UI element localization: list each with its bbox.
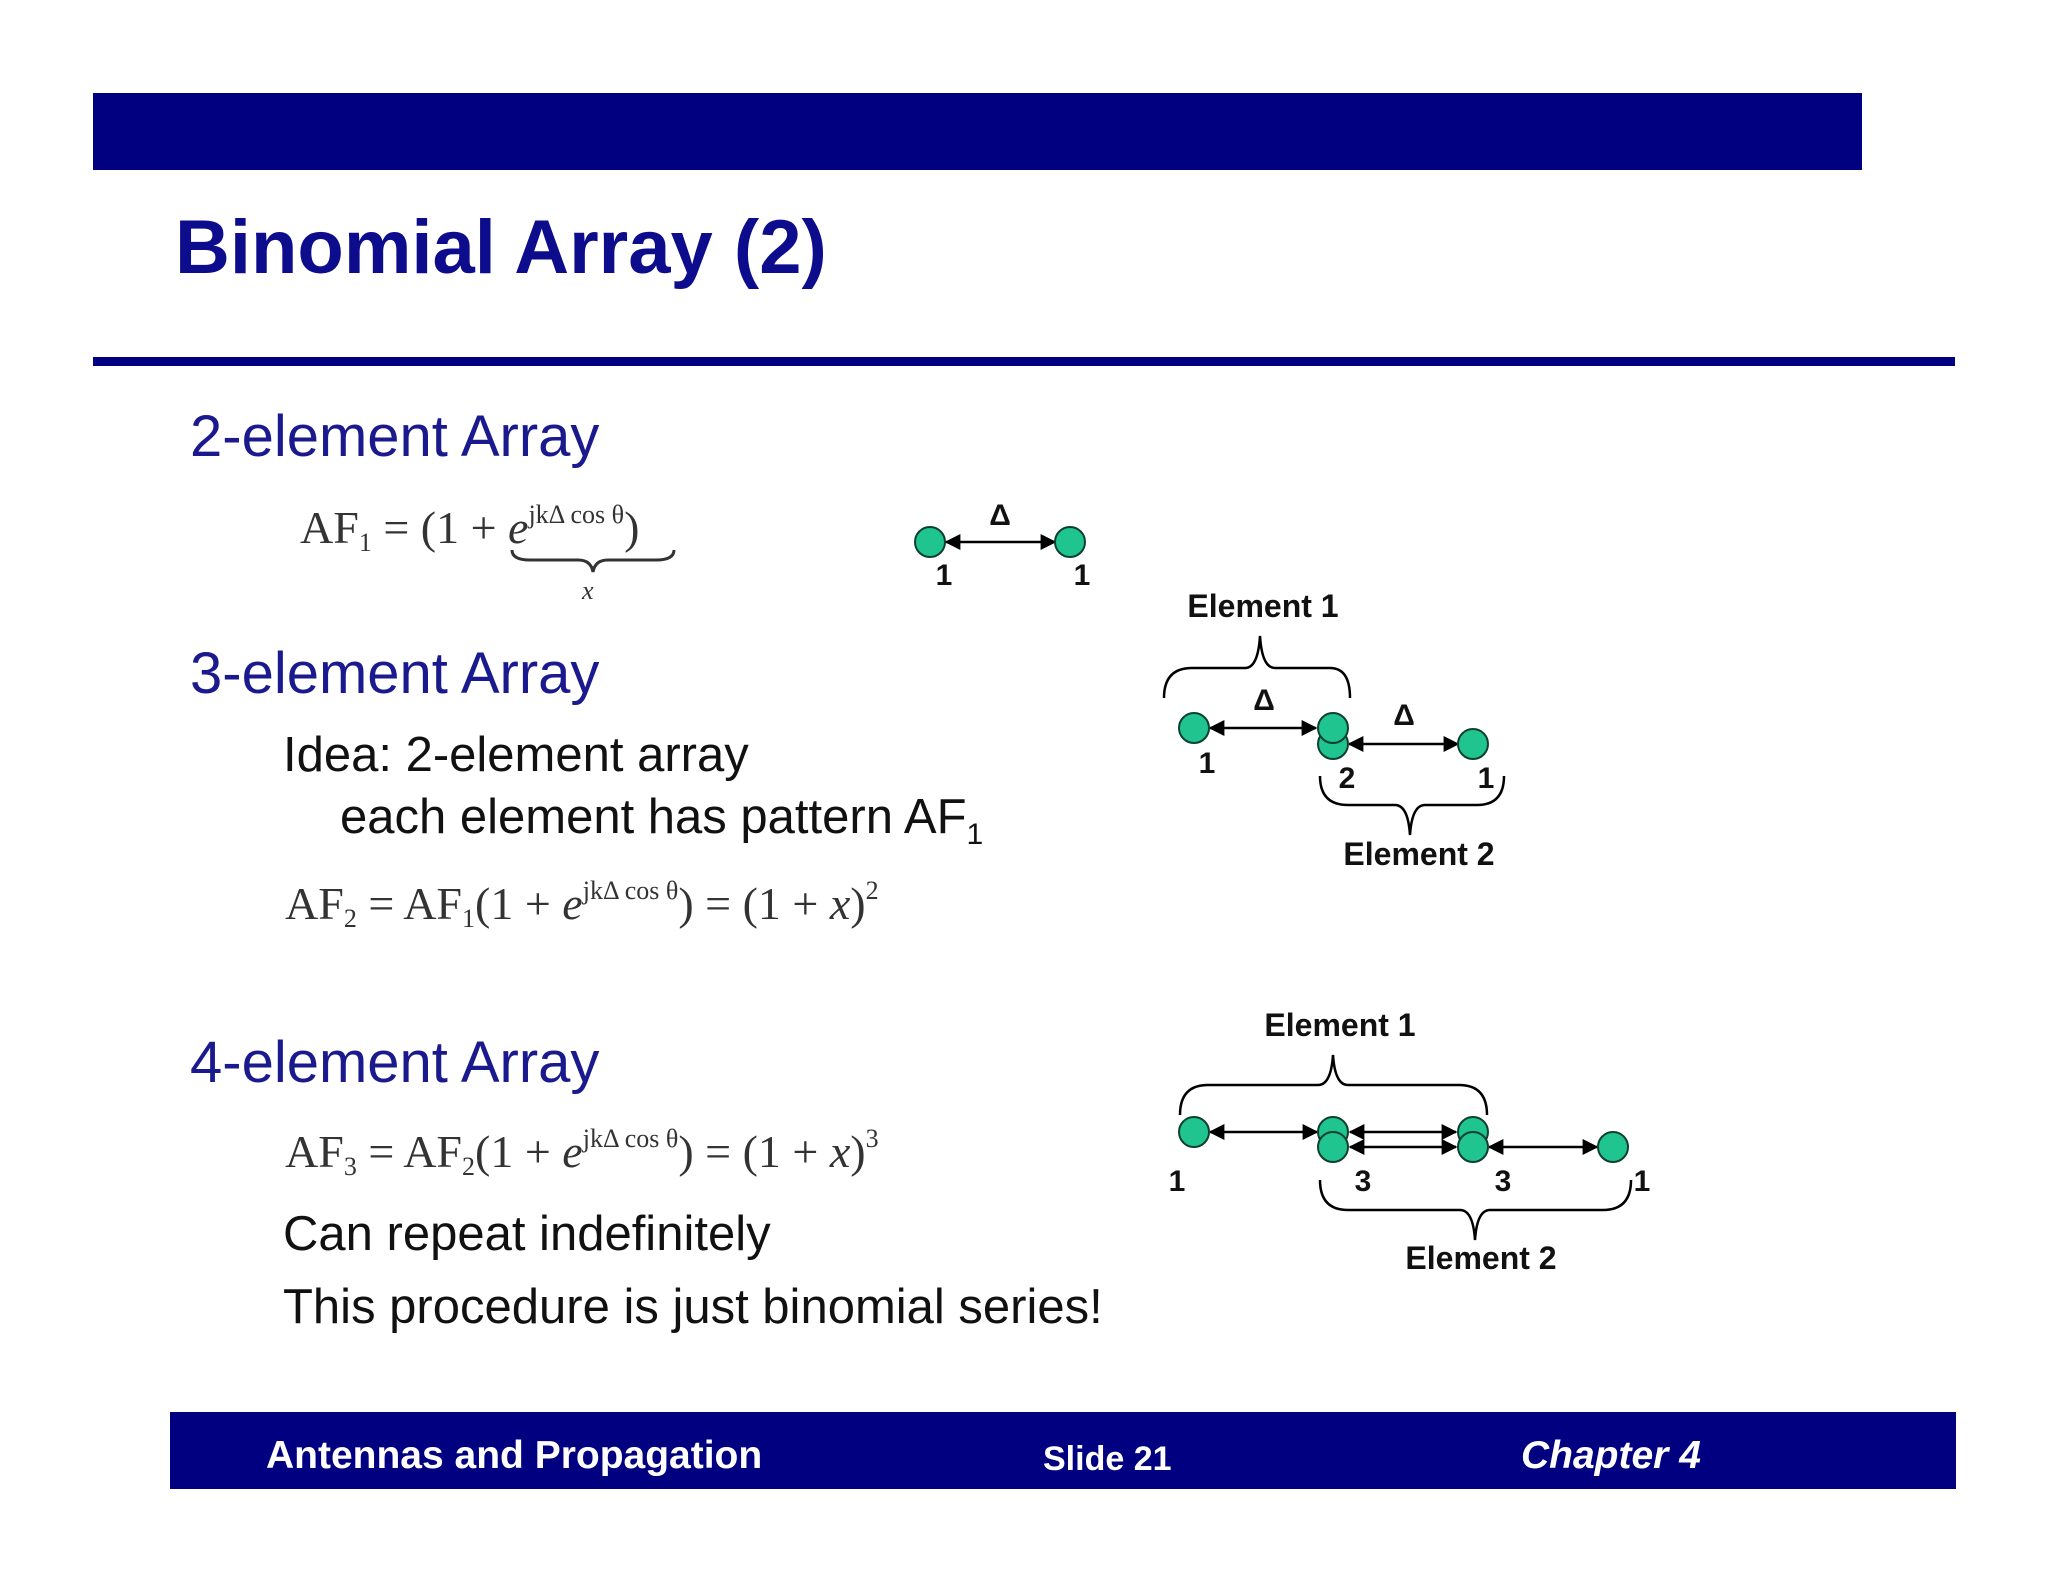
element-2-brace bbox=[1318, 775, 1506, 836]
weight-label: 3 bbox=[1355, 1165, 1372, 1198]
equation-af1: AF1 = (1 + ejkΔ cos θ x ) bbox=[300, 500, 676, 604]
antenna-element bbox=[914, 526, 946, 558]
element-2-label: Element 2 bbox=[1405, 1240, 1556, 1276]
heading-3-element: 3-element Array bbox=[190, 641, 600, 706]
idea-line-2-text: each element has pattern AF bbox=[340, 790, 967, 844]
eq3-lhs: AF bbox=[285, 1126, 344, 1177]
element-2-label: Element 2 bbox=[1343, 836, 1494, 872]
weight-label: 1 bbox=[1478, 762, 1495, 795]
eq2-mid: = AF bbox=[356, 878, 463, 929]
eq1-exp-power: jkΔ cos θ bbox=[528, 500, 625, 529]
diagram-3-element: Element 1 Δ Δ 1 2 1 Element 2 bbox=[1162, 588, 1506, 872]
eq1-underbrace bbox=[510, 549, 676, 573]
eq3-var: x bbox=[829, 1126, 851, 1177]
spacing-label: Δ bbox=[1253, 684, 1275, 717]
footer-slide-number: Slide 21 bbox=[1043, 1440, 1172, 1478]
eq2-var: x bbox=[829, 878, 851, 929]
eq2-power: 2 bbox=[865, 876, 879, 905]
weight-label: 1 bbox=[1199, 747, 1216, 780]
weight-label: 2 bbox=[1339, 762, 1356, 795]
eq2-end: ) bbox=[850, 878, 866, 929]
weight-label: 1 bbox=[936, 559, 953, 592]
eq1-lhs-sub: 1 bbox=[358, 528, 372, 557]
note-repeat: Can repeat indefinitely bbox=[283, 1207, 771, 1261]
antenna-element bbox=[1317, 712, 1349, 744]
eq1-lhs: AF bbox=[300, 502, 359, 553]
eq3-exp-base: e bbox=[562, 1126, 583, 1177]
eq2-exp-power: jkΔ cos θ bbox=[582, 876, 679, 905]
weight-label: 1 bbox=[1074, 559, 1091, 592]
equation-af3: AF3 = AF2(1 + ejkΔ cos θ) = (1 + x)3 bbox=[285, 1126, 879, 1180]
diagram-2-element: Δ 1 1 bbox=[914, 499, 1091, 592]
idea-line-2-sub: 1 bbox=[966, 817, 984, 851]
eq3-power: 3 bbox=[865, 1124, 879, 1153]
eq2-mid-sub: 1 bbox=[462, 904, 476, 933]
heading-4-element: 4-element Array bbox=[190, 1030, 600, 1095]
element-1-label: Element 1 bbox=[1187, 588, 1338, 624]
eq3-mid: = AF bbox=[356, 1126, 463, 1177]
heading-2-element: 2-element Array bbox=[190, 404, 600, 469]
weight-label: 3 bbox=[1495, 1165, 1512, 1198]
footer-course: Antennas and Propagation bbox=[266, 1434, 763, 1477]
footer-chapter: Chapter 4 bbox=[1521, 1434, 1701, 1477]
eq2-open: (1 + bbox=[475, 878, 563, 929]
eq3-open: (1 + bbox=[475, 1126, 563, 1177]
eq2-close: ) = (1 + bbox=[678, 878, 830, 929]
footer-bar bbox=[170, 1412, 1956, 1489]
spacing-label: Δ bbox=[1393, 699, 1415, 732]
element-1-label: Element 1 bbox=[1264, 1007, 1415, 1043]
eq3-exp-power: jkΔ cos θ bbox=[582, 1124, 679, 1153]
spacing-label: Δ bbox=[989, 499, 1011, 532]
header-bar bbox=[93, 93, 1862, 170]
eq1-close: ) bbox=[624, 502, 640, 553]
eq3-mid-sub: 2 bbox=[462, 1152, 476, 1181]
antenna-element bbox=[1597, 1131, 1629, 1163]
element-1-brace bbox=[1178, 1054, 1489, 1116]
eq3-close: ) = (1 + bbox=[678, 1126, 830, 1177]
eq2-exp-base: e bbox=[562, 878, 583, 929]
element-1-brace bbox=[1162, 635, 1352, 699]
antenna-element bbox=[1054, 526, 1086, 558]
idea-line-1: Idea: 2-element array bbox=[283, 728, 749, 782]
antenna-element bbox=[1178, 712, 1210, 744]
eq1-underbrace-label: x bbox=[582, 576, 594, 605]
element-2-brace bbox=[1318, 1179, 1633, 1241]
antenna-element bbox=[1457, 1131, 1489, 1163]
antenna-element bbox=[1457, 728, 1489, 760]
weight-label: 1 bbox=[1634, 1165, 1651, 1198]
eq2-lhs-sub: 2 bbox=[343, 904, 357, 933]
antenna-element bbox=[1178, 1116, 1210, 1148]
diagram-4-element: Element 1 1 3 3 1 Element 2 bbox=[1169, 1007, 1651, 1276]
eq1-exp-base: e bbox=[508, 502, 529, 553]
equation-af2: AF2 = AF1(1 + ejkΔ cos θ) = (1 + x)2 bbox=[285, 878, 879, 932]
eq2-lhs: AF bbox=[285, 878, 344, 929]
eq3-lhs-sub: 3 bbox=[343, 1152, 357, 1181]
note-binomial: This procedure is just binomial series! bbox=[283, 1280, 1103, 1334]
eq3-end: ) bbox=[850, 1126, 866, 1177]
eq1-open: = (1 + bbox=[371, 502, 509, 553]
antenna-element bbox=[1317, 1131, 1349, 1163]
title-rule bbox=[93, 357, 1955, 366]
eq1-underbraced: ejkΔ cos θ x bbox=[508, 500, 676, 604]
idea-line-2: each element has pattern AF1 bbox=[340, 793, 983, 850]
slide-title: Binomial Array (2) bbox=[175, 205, 827, 290]
weight-label: 1 bbox=[1169, 1165, 1186, 1198]
